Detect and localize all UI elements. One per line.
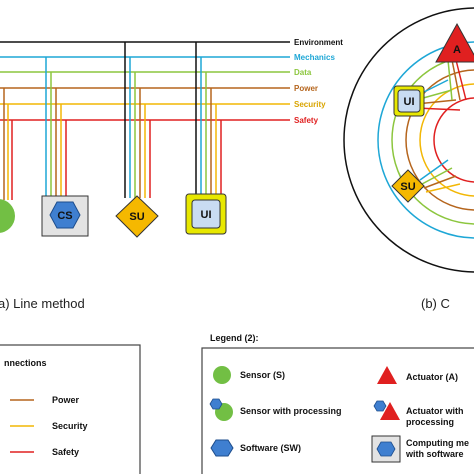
cs-hexagon-icon [49,201,81,229]
legend2-computing-2: with software [405,449,464,459]
cs-connectors [45,57,67,197]
sensor-processing-hexagon-icon [209,398,223,410]
ui-connectors [195,42,222,195]
legend1-title: nnections [4,358,47,368]
su-connectors [124,42,151,198]
cs-node: CS [41,195,89,237]
sensor-node [0,199,15,233]
legend2-title: Legend (2): [210,333,259,343]
actuator-with-processing-icon [380,402,400,420]
actuator-icon [377,366,397,384]
circle-ui-label: UI [404,96,415,108]
su-node: SU [115,195,159,238]
circle-su-node: SU [391,169,425,203]
line-method-caption: a) Line method [0,296,85,311]
circle-a-spokes [447,59,467,101]
legend1-power: Power [52,395,80,405]
ui-node: UI [185,193,227,235]
legend1-security: Security [52,421,88,431]
circle-su-spokes [419,159,461,193]
legend2-actuator: Actuator (A) [406,372,458,382]
legend1-safety: Safety [52,447,79,457]
sensor-connectors [3,88,13,200]
mechanics-label: Mechanics [294,53,335,62]
su-diamond-icon [115,195,159,238]
actuator-triangle-icon [435,22,474,63]
legend2-sensor: Sensor (S) [240,370,285,380]
legend2-sensor-processing: Sensor with processing [240,406,342,416]
circle-method-panel [343,7,474,273]
cs-label: CS [57,210,72,222]
legend2-software: Software (SW) [240,443,301,453]
circle-a-node: A [435,22,474,63]
actuator-processing-hexagon-icon [373,400,387,412]
circle-su-diamond-icon [391,169,425,203]
circle-ui-node: UI [393,85,425,117]
circle-a-label: A [453,44,461,56]
legend-components: Legend (2): Sensor (S) Sensor with proce… [201,333,474,474]
data-label: Data [294,68,312,77]
line-method-panel: Environment Mechanics Data Power Securit… [0,38,343,311]
circle-su-label: SU [400,181,415,193]
legend2-actuator-processing-1: Actuator with [406,406,464,416]
legend-connections: nnections Power Security Safety [0,344,141,474]
software-hexagon-icon [210,439,234,457]
security-label: Security [294,100,326,109]
ui-label: UI [201,209,212,221]
power-label: Power [294,84,318,93]
sensor-icon [213,366,231,384]
environment-label: Environment [294,38,343,47]
su-label: SU [129,211,144,223]
safety-label: Safety [294,116,319,125]
circle-method-caption: (b) C [421,296,450,311]
legend2-computing-1: Computing me [406,438,469,448]
legend2-actuator-processing-2: processing [406,417,454,427]
computing-hexagon-icon [376,441,396,457]
